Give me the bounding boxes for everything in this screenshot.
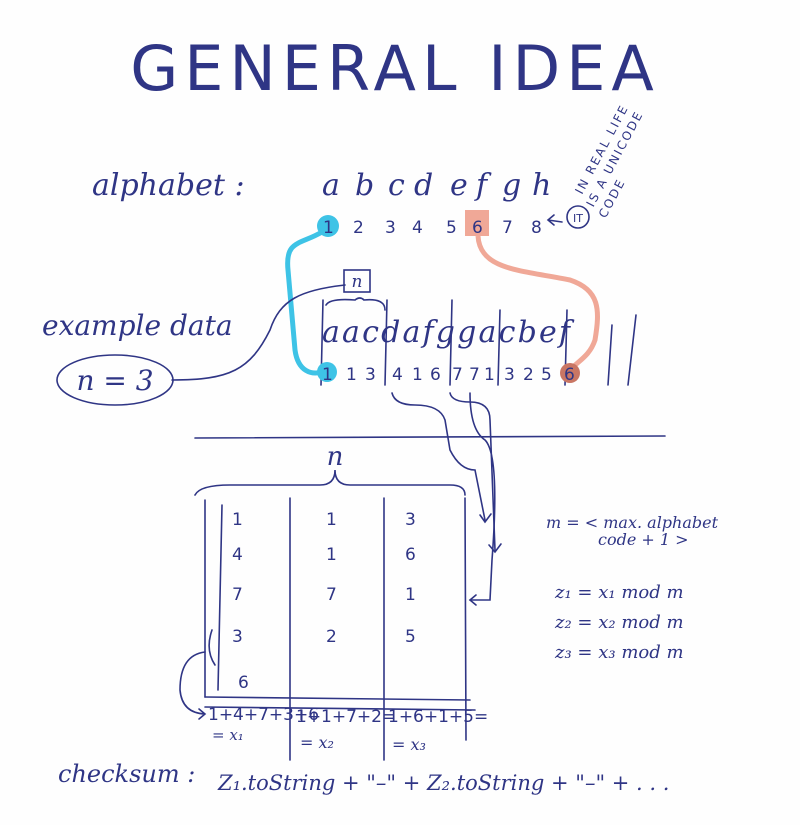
code: 6 <box>472 218 483 238</box>
n-brace <box>325 297 386 311</box>
red-highlight-data <box>560 363 580 383</box>
letter: c <box>388 168 405 203</box>
alphabet-label: alphabet : <box>92 168 245 203</box>
code: 8 <box>531 218 542 238</box>
n-connector <box>171 284 346 381</box>
sum-result: = x₂ <box>300 733 334 752</box>
n-box-label: n <box>352 272 363 292</box>
table-cell: 3 <box>232 627 243 647</box>
z1-formula: z₁ = x₁ mod m <box>554 582 684 603</box>
letter: d <box>414 168 433 203</box>
letter: e <box>450 168 468 203</box>
sum-result: = x₁ <box>212 726 244 744</box>
data-code: 1 <box>484 365 495 385</box>
z3-formula: z₃ = x₃ mod m <box>554 642 684 663</box>
table-cell: 2 <box>326 627 337 647</box>
table-column-1: 1 4 7 3 6 <box>232 510 249 693</box>
m-formula-line1: m = < max. alphabet <box>546 513 719 532</box>
table-cell: 5 <box>405 627 416 647</box>
data-code: 7 <box>469 365 480 385</box>
sum-expr: 1+4+7+3+6 <box>208 705 319 725</box>
arrow-icon <box>546 214 563 226</box>
data-code: 6 <box>564 365 575 385</box>
data-code: 3 <box>365 365 376 385</box>
sum-expr: 1+6+1+5= <box>388 707 488 727</box>
table-grid <box>204 497 476 761</box>
code: 5 <box>446 218 457 238</box>
sum-expr: 1+1+7+2= <box>296 707 396 727</box>
table-column-3: 3 6 1 5 <box>405 510 416 647</box>
table-cell: 7 <box>232 585 243 605</box>
routing-arrows <box>391 392 502 606</box>
note-marker-circle <box>566 205 590 229</box>
red-highlight <box>465 210 489 236</box>
code: 3 <box>385 218 396 238</box>
table-cell: 6 <box>238 673 249 693</box>
letter: h <box>532 168 551 203</box>
code: 2 <box>353 218 364 238</box>
data-code: 6 <box>430 365 441 385</box>
sum-arrow <box>179 651 207 720</box>
table-cell: 1 <box>326 545 337 565</box>
table-brace-label: n <box>327 442 344 472</box>
m-formula-line2: code + 1 > <box>598 530 689 549</box>
table-cell: 1 <box>326 510 337 530</box>
data-code: 2 <box>523 365 534 385</box>
data-code: 1 <box>322 365 333 385</box>
table-cell: 7 <box>326 585 337 605</box>
data-code: 1 <box>412 365 423 385</box>
table-cell: 6 <box>405 545 416 565</box>
red-connector <box>475 235 600 370</box>
z2-formula: z₂ = x₂ mod m <box>554 612 684 633</box>
n-box <box>343 269 371 293</box>
alphabet-codes: 1 2 3 4 5 6 7 8 <box>323 218 542 238</box>
table-cell: 1 <box>405 585 416 605</box>
letter: g <box>502 168 521 203</box>
table-column-2: 1 1 7 2 <box>326 510 337 647</box>
divider <box>194 435 666 439</box>
sum-result: = x₃ <box>392 735 426 754</box>
table-cell: 1 <box>232 510 243 530</box>
example-label: example data <box>42 309 233 342</box>
data-code: 7 <box>452 365 463 385</box>
table-cell: 4 <box>232 545 243 565</box>
code: 4 <box>412 218 423 238</box>
table-cell: 3 <box>405 510 416 530</box>
table-brace <box>194 469 466 496</box>
checksum-label: checksum : <box>58 760 195 788</box>
data-string: aacdafggacbef <box>322 315 575 350</box>
data-codes: 1 1 3 4 1 6 7 7 1 3 2 5 6 <box>322 365 575 385</box>
blue-connector <box>285 229 324 376</box>
letter: b <box>355 168 374 203</box>
data-code: 5 <box>541 365 552 385</box>
alphabet-letters: a b c d e f g h <box>322 168 551 203</box>
blue-highlight-data <box>317 362 337 382</box>
unicode-note: IN REAL LIFE IS A UNICODE CODE <box>572 102 646 220</box>
letter: a <box>322 168 340 203</box>
title: GENERAL IDEA <box>130 32 660 105</box>
data-code: 4 <box>392 365 403 385</box>
blue-highlight <box>317 215 339 237</box>
code: 1 <box>323 218 334 238</box>
data-code: 3 <box>504 365 515 385</box>
checksum-expression: Z₁.toString + "–" + Z₂.toString + "–" + … <box>217 771 669 795</box>
sums: 1+4+7+3+6 = x₁ 1+1+7+2= = x₂ 1+6+1+5= = … <box>208 705 488 754</box>
note-marker: IT <box>573 212 583 225</box>
code: 7 <box>502 218 513 238</box>
data-code: 1 <box>346 365 357 385</box>
n-value: n = 3 <box>76 364 153 397</box>
letter: f <box>474 168 492 203</box>
